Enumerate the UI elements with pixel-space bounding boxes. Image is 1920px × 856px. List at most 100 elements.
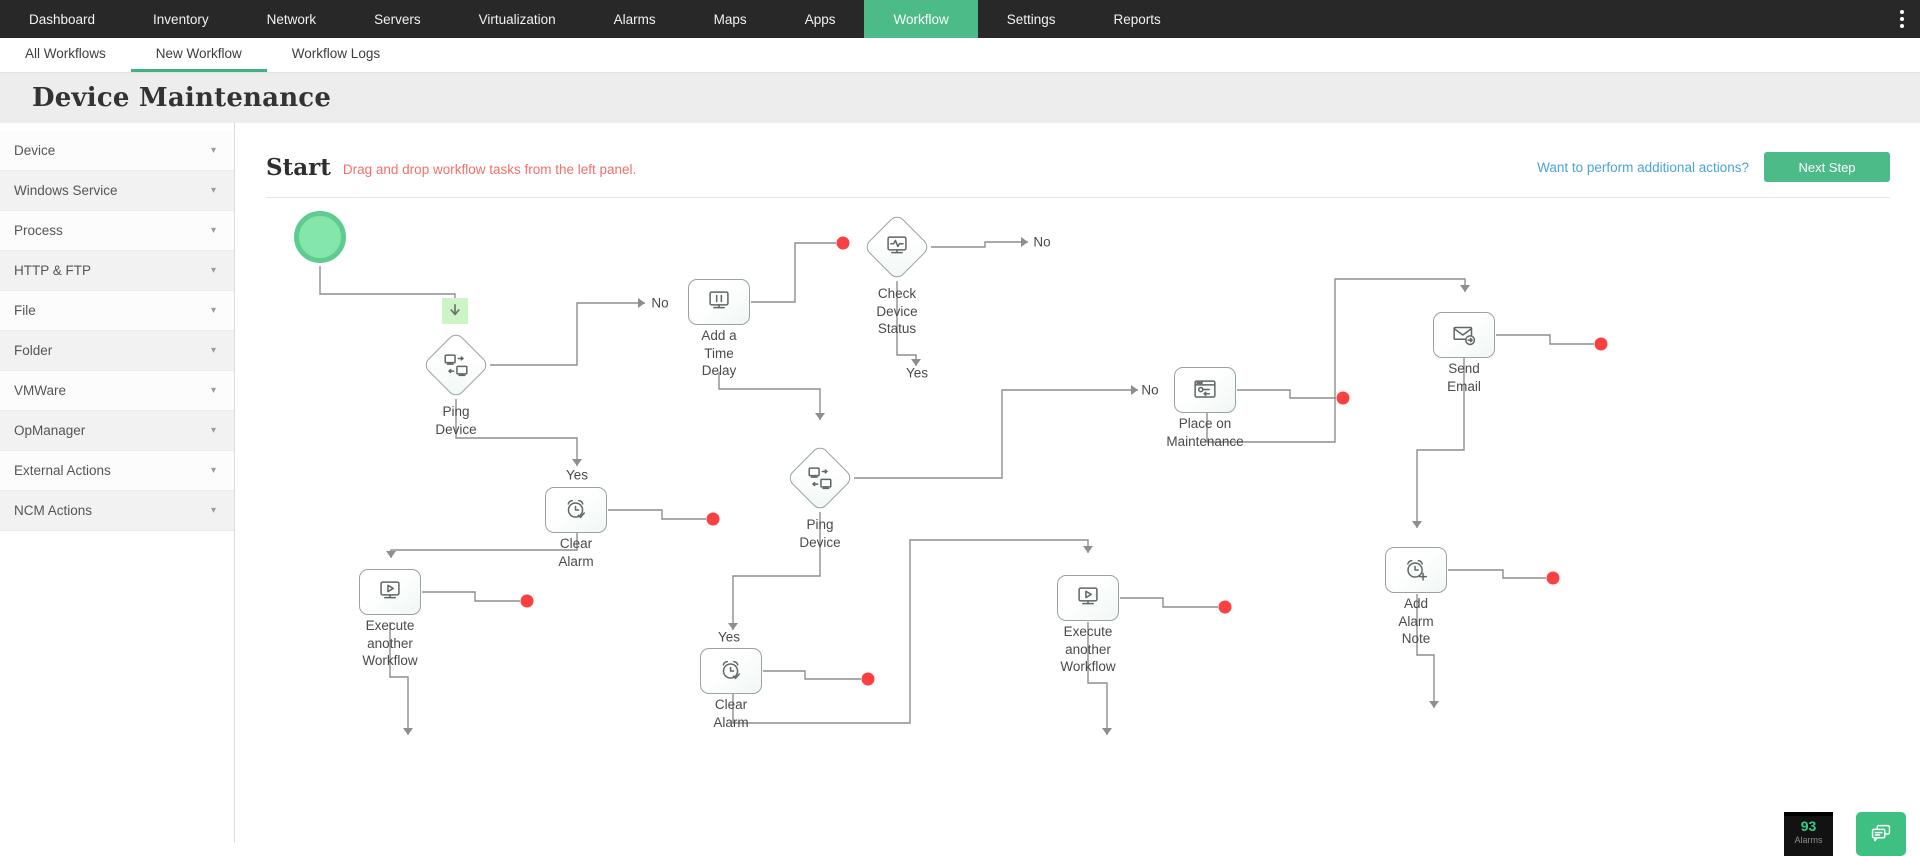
- connector-endpoint[interactable]: [520, 594, 534, 608]
- nav-item-virtualization[interactable]: Virtualization: [478, 11, 556, 27]
- connector-endpoint[interactable]: [1546, 571, 1560, 585]
- alarm-count: 93: [1800, 818, 1817, 834]
- alarm-count-label: Alarms: [1794, 835, 1823, 845]
- arrowhead-icon: [572, 459, 582, 466]
- additional-actions-link[interactable]: Want to perform additional actions?: [1537, 159, 1749, 175]
- connector-line: [732, 512, 821, 630]
- node-start[interactable]: [294, 211, 346, 263]
- connector-endpoint[interactable]: [1218, 600, 1232, 614]
- tab-new-workflow[interactable]: New Workflow: [130, 38, 267, 72]
- arrowhead-icon: [1460, 285, 1470, 292]
- connector-line: [763, 670, 861, 680]
- node-send-email[interactable]: [1433, 312, 1495, 358]
- nav-item-inventory[interactable]: Inventory: [153, 11, 209, 27]
- nav-item-dashboard[interactable]: Dashboard: [29, 11, 96, 27]
- arrowhead-icon: [403, 728, 413, 735]
- connector-line: [718, 372, 821, 420]
- support-chat-button[interactable]: [1856, 812, 1906, 856]
- connector-line: [896, 281, 917, 366]
- node-execute-workflow-2[interactable]: [1057, 575, 1119, 621]
- sidebar-item-windows-service[interactable]: Windows Service▾: [0, 171, 234, 211]
- node-drop-target[interactable]: [442, 298, 468, 324]
- connector-line: [732, 539, 1089, 724]
- sidebar-item-folder[interactable]: Folder▾: [0, 331, 234, 371]
- arrowhead-icon: [386, 551, 396, 558]
- sidebar-item-opmanager[interactable]: OpManager▾: [0, 411, 234, 451]
- tab-all-workflows[interactable]: All Workflows: [25, 46, 106, 61]
- connector-line: [389, 622, 409, 735]
- nav-item-reports[interactable]: Reports: [1113, 11, 1161, 27]
- sidebar-item-label: Folder: [14, 343, 53, 358]
- nav-item-servers[interactable]: Servers: [374, 11, 421, 27]
- tab-workflow-logs[interactable]: Workflow Logs: [291, 46, 381, 61]
- chat-bubbles-icon: [1871, 824, 1891, 842]
- chevron-down-icon: ▾: [210, 385, 216, 396]
- sidebar-item-external-actions[interactable]: External Actions▾: [0, 451, 234, 491]
- alarm-count-badge[interactable]: 93 Alarms: [1784, 812, 1833, 856]
- node-check-device-status[interactable]: [863, 213, 931, 281]
- node-place-on-maintenance[interactable]: [1174, 367, 1236, 413]
- execute-icon: [375, 577, 405, 607]
- tab-bar: All Workflows New Workflow Workflow Logs: [0, 38, 1920, 73]
- arrowhead-icon: [1021, 237, 1028, 247]
- kebab-menu-icon[interactable]: [1884, 0, 1920, 38]
- chevron-down-icon: ▾: [210, 145, 216, 156]
- connector-endpoint[interactable]: [861, 672, 875, 686]
- nav-item-alarms[interactable]: Alarms: [613, 11, 656, 27]
- sidebar-item-vmware[interactable]: VMWare▾: [0, 371, 234, 411]
- nav-item-maps[interactable]: Maps: [713, 11, 747, 27]
- title-bar: Device Maintenance: [0, 73, 1920, 123]
- sidebar-item-device[interactable]: Device▾: [0, 131, 234, 171]
- node-clear-alarm-1[interactable]: [545, 487, 607, 533]
- branch-label-yes: Yes: [717, 629, 741, 645]
- arrowhead-icon: [728, 623, 738, 630]
- branch-label-yes: Yes: [905, 365, 929, 381]
- ping-icon: [441, 350, 471, 380]
- delay-icon: [704, 287, 734, 317]
- connector-line: [1206, 278, 1466, 443]
- top-nav: Dashboard Inventory Network Servers Virtuali…: [0, 0, 1920, 38]
- ping-icon: [805, 463, 835, 493]
- node-clear-alarm-2[interactable]: [700, 648, 762, 694]
- connector-endpoint[interactable]: [1594, 337, 1608, 351]
- sidebar-item-process[interactable]: Process▾: [0, 211, 234, 251]
- connector-line: [1416, 594, 1435, 708]
- connector-line: [1496, 334, 1594, 345]
- sidebar-item-file[interactable]: File▾: [0, 291, 234, 331]
- chevron-down-icon: ▾: [210, 465, 216, 476]
- sidebar-list: Device▾Windows Service▾Process▾HTTP & FT…: [0, 131, 234, 531]
- node-ping-device-1[interactable]: [422, 331, 490, 399]
- start-hint: Drag and drop workflow tasks from the le…: [342, 162, 637, 177]
- node-add-alarm-note[interactable]: [1385, 547, 1447, 593]
- sidebar-item-ncm-actions[interactable]: NCM Actions▾: [0, 491, 234, 531]
- connector-line: [1237, 389, 1336, 399]
- nav-item-settings[interactable]: Settings: [1006, 11, 1056, 27]
- nav-item-apps[interactable]: Apps: [804, 11, 836, 27]
- connector-endpoint[interactable]: [836, 236, 850, 250]
- connector-endpoint[interactable]: [706, 512, 720, 526]
- next-step-button[interactable]: Next Step: [1764, 152, 1890, 182]
- connector-line: [608, 509, 706, 520]
- maintenance-icon: [1190, 375, 1220, 405]
- chevron-down-icon: ▾: [210, 505, 216, 516]
- nav-item-network[interactable]: Network: [266, 11, 317, 27]
- connector-endpoint[interactable]: [1336, 391, 1350, 405]
- branch-label-no: No: [1141, 382, 1159, 398]
- connector-line: [455, 399, 578, 466]
- node-execute-workflow-1[interactable]: [359, 569, 421, 615]
- connector-line: [1416, 358, 1465, 528]
- node-ping-device-2[interactable]: [786, 444, 854, 512]
- sidebar-item-http-ftp[interactable]: HTTP & FTP▾: [0, 251, 234, 291]
- connector-line: [422, 591, 520, 602]
- node-add-time-delay[interactable]: [688, 279, 750, 325]
- sidebar-item-label: OpManager: [14, 423, 86, 438]
- email-icon: [1449, 320, 1479, 350]
- arrowhead-icon: [911, 359, 921, 366]
- clear-icon: [561, 495, 591, 525]
- connector-line: [390, 533, 578, 558]
- arrowhead-icon: [638, 298, 645, 308]
- status-icon: [882, 232, 912, 262]
- connector-line: [1087, 622, 1108, 735]
- nav-item-workflow[interactable]: Workflow: [864, 0, 978, 38]
